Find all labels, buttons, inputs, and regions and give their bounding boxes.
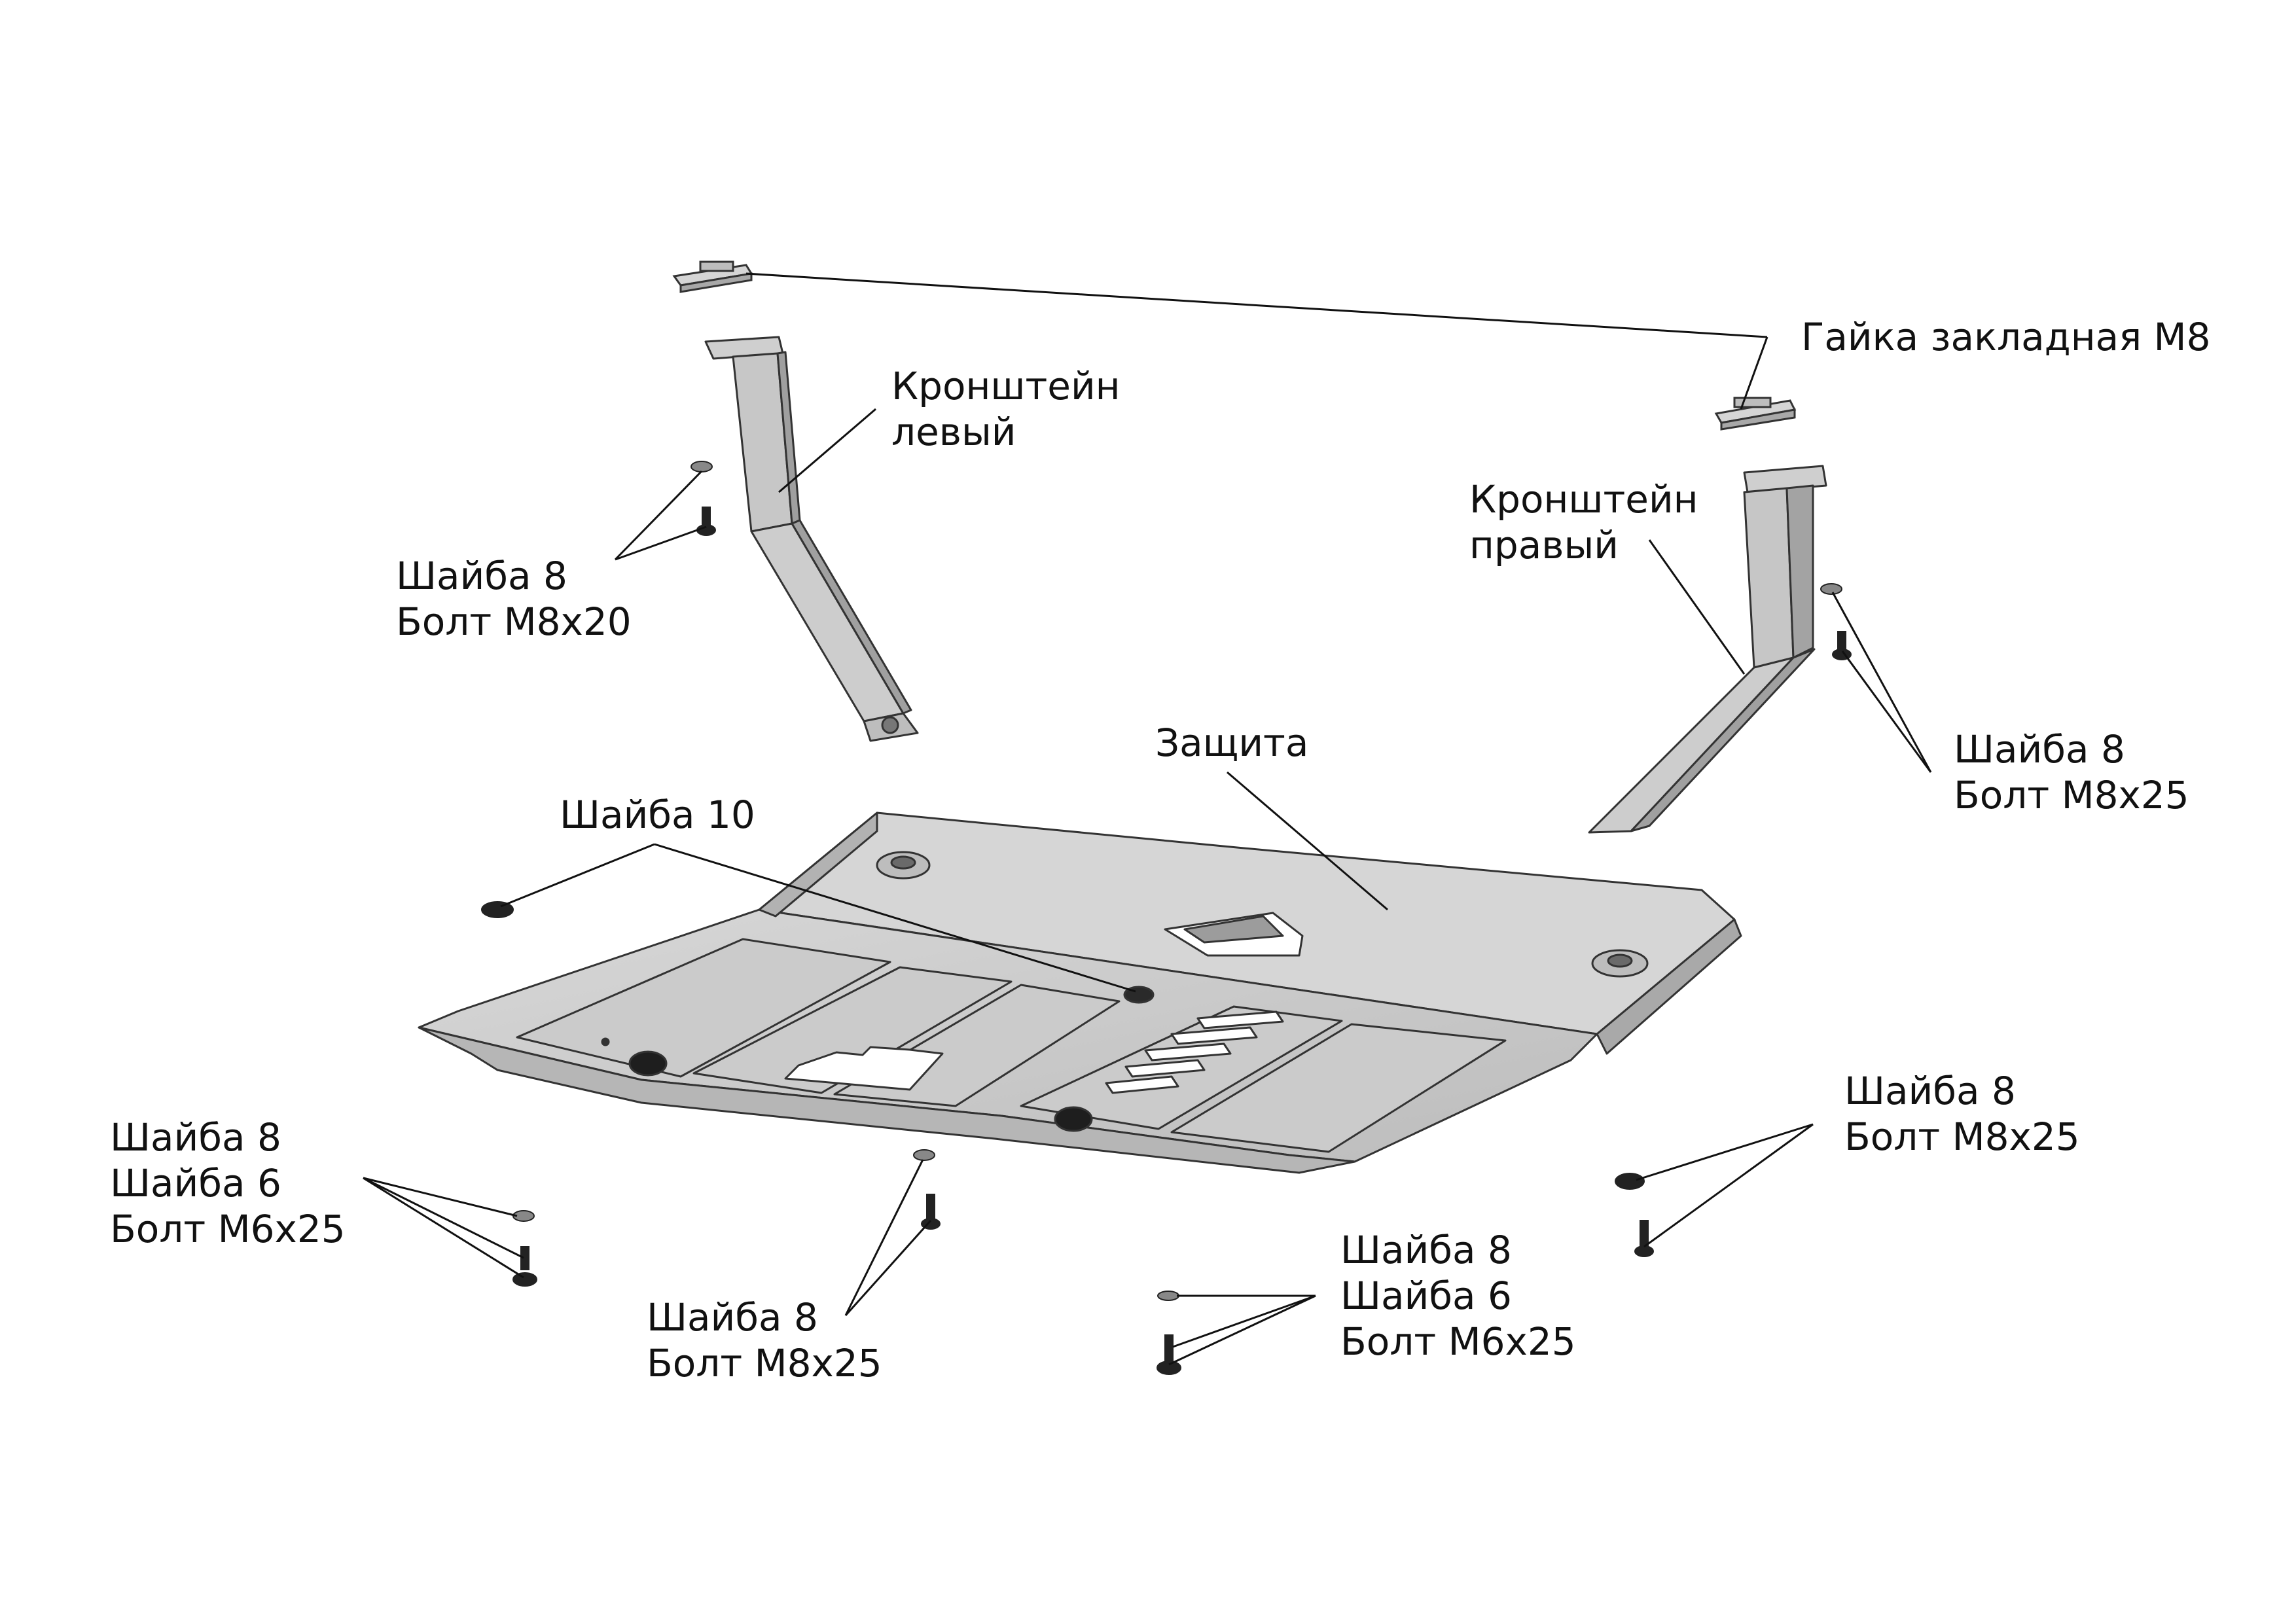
label-washer-bolt-right-bottom: Шайба 8 Болт М8х25 <box>1844 1068 2080 1160</box>
label-washer-bolt-center-line2: Болт М8х25 <box>647 1341 882 1385</box>
label-bracket-left: Кронштейн левый <box>891 363 1121 455</box>
label-bracket-left-line2: левый <box>891 410 1016 454</box>
label-embedded-nut: Гайка закладная М8 <box>1801 314 2210 360</box>
label-washer-bolt-left-bottom: Шайба 8 Шайба 6 Болт М6х25 <box>110 1115 346 1252</box>
label-washer-bolt-left-top: Шайба 8 Болт М8х20 <box>396 553 632 645</box>
label-washer-bolt-center-right-line3: Болт М6х25 <box>1340 1319 1576 1364</box>
label-washer-bolt-right-bottom-line1: Шайба 8 <box>1844 1069 2016 1113</box>
label-bracket-right: Кронштейн правый <box>1469 476 1698 568</box>
label-washer-bolt-center-right: Шайба 8 Шайба 6 Болт М6х25 <box>1340 1227 1576 1364</box>
label-bracket-right-line2: правый <box>1469 523 1619 567</box>
label-washer-bolt-right-bottom-line2: Болт М8х25 <box>1844 1115 2080 1159</box>
label-washer-bolt-left-top-line1: Шайба 8 <box>396 554 567 598</box>
label-washer-bolt-left-top-line2: Болт М8х20 <box>396 599 632 644</box>
label-washer-bolt-left-bottom-line2: Шайба 6 <box>110 1161 281 1205</box>
label-guard-text: Защита <box>1155 721 1309 765</box>
label-washer-bolt-right-top-line2: Болт М8х25 <box>1954 773 2189 817</box>
label-washer-10: Шайба 10 <box>560 792 755 838</box>
label-washer-bolt-center-right-line2: Шайба 6 <box>1340 1274 1512 1318</box>
bracket-left-part <box>704 336 919 742</box>
label-guard: Защита <box>1155 720 1308 766</box>
label-bracket-right-line1: Кронштейн <box>1469 477 1698 522</box>
embedded-nut-right <box>1714 397 1797 431</box>
label-washer-bolt-left-bottom-line3: Болт М6х25 <box>110 1207 346 1251</box>
label-washer-bolt-right-top-line1: Шайба 8 <box>1954 727 2125 772</box>
label-washer-bolt-left-bottom-line1: Шайба 8 <box>110 1115 281 1160</box>
label-washer-bolt-right-top: Шайба 8 Болт М8х25 <box>1954 726 2189 818</box>
embedded-nut-left <box>672 260 753 293</box>
leader-lines <box>363 272 1932 1366</box>
label-washer-bolt-center: Шайба 8 Болт М8х25 <box>647 1294 882 1386</box>
label-washer-bolt-center-right-line1: Шайба 8 <box>1340 1228 1512 1272</box>
label-washer-10-text: Шайба 10 <box>560 793 755 837</box>
label-washer-bolt-center-line1: Шайба 8 <box>647 1295 818 1340</box>
guard-plate-part <box>418 812 1742 1174</box>
label-bracket-left-line1: Кронштейн <box>891 364 1121 408</box>
bracket-right-part <box>1588 465 1827 834</box>
label-embedded-nut-text: Гайка закладная М8 <box>1801 315 2211 359</box>
